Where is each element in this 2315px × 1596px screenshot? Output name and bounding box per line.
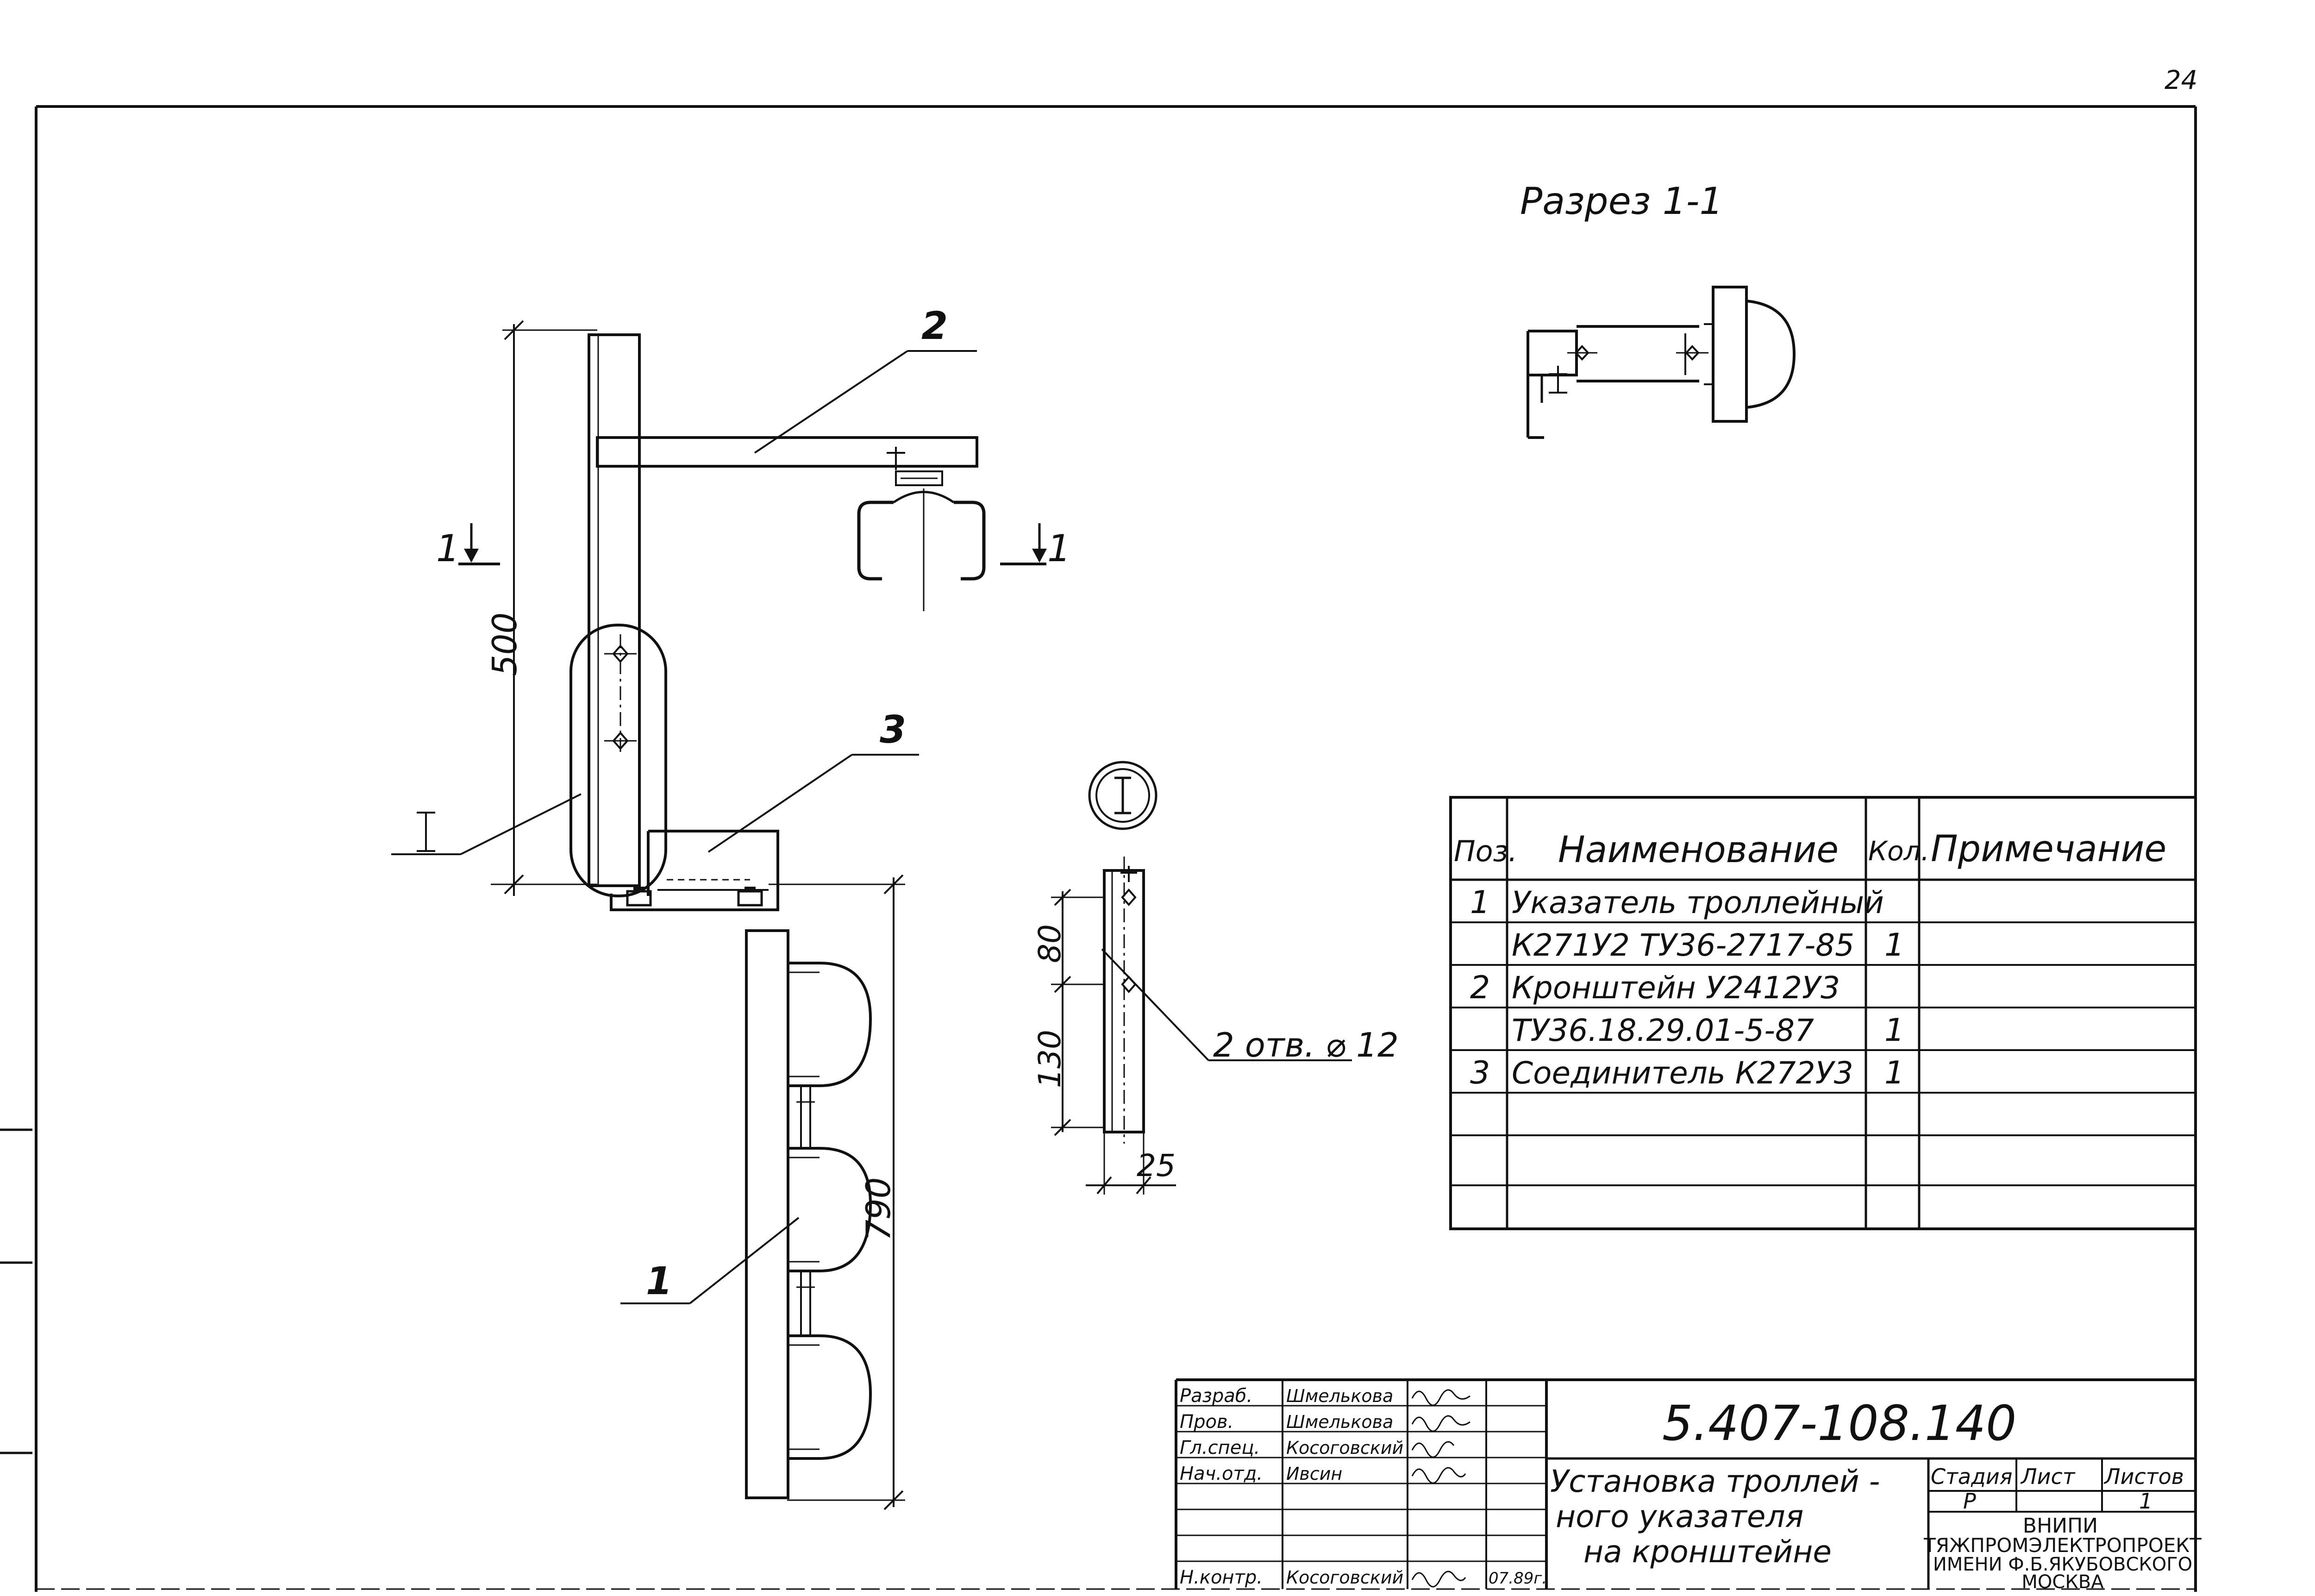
section-1-1-view: Разрез 1-1 xyxy=(1520,180,1796,439)
svg-text:1: 1 xyxy=(646,1259,672,1303)
svg-text:Косоговский: Косоговский xyxy=(1286,1567,1403,1588)
bolt-hole-icon xyxy=(604,644,637,663)
detail-mark xyxy=(1088,761,1158,830)
header-name: Наименование xyxy=(1558,829,1839,871)
detail-I-view: 80 130 2 отв. ⌀ 12 25 xyxy=(1032,761,1399,1195)
svg-text:Гл.спец.: Гл.спец. xyxy=(1180,1437,1260,1458)
holes-note: 2 отв. ⌀ 12 xyxy=(1213,1026,1399,1064)
svg-text:1: 1 xyxy=(1884,1012,1904,1049)
svg-text:Косоговский: Косоговский xyxy=(1286,1438,1403,1458)
svg-text:Шмелькова: Шмелькова xyxy=(1286,1412,1393,1432)
svg-text:1: 1 xyxy=(436,527,460,570)
dimension-130: 130 xyxy=(1032,1030,1068,1088)
svg-text:Пров.: Пров. xyxy=(1180,1411,1233,1433)
svg-text:ИМЕНИ Ф.Б.ЯКУБОВСКОГО: ИМЕНИ Ф.Б.ЯКУБОВСКОГО xyxy=(1933,1554,2192,1575)
header-qty: Кол. xyxy=(1868,835,1929,867)
signature-row: Нач.отд. Ивсин xyxy=(1180,1463,1342,1484)
callout-pos-1: 1 xyxy=(620,1217,800,1304)
section-mark-right: 1 xyxy=(1000,523,1071,570)
header-pos: Поз. xyxy=(1454,834,1517,868)
svg-text:2: 2 xyxy=(1470,970,1490,1006)
bolt-hole-icon xyxy=(604,731,637,751)
signature-row: Н.контр. Косоговский 07.89г. xyxy=(1180,1567,1547,1588)
signature-scribbles xyxy=(1411,1389,1470,1588)
sheets-label: Листов xyxy=(2103,1464,2184,1489)
svg-text:МОСКВА: МОСКВА xyxy=(2021,1571,2104,1593)
table-row: 3 Соединитель К272У3 1 xyxy=(1470,1055,1904,1091)
table-row: 1 Указатель троллейный xyxy=(1470,884,1884,921)
table-row: К271У2 ТУ36-2717-85 1 xyxy=(1512,927,1904,964)
dimension-500: 500 xyxy=(485,320,597,896)
section-mark-left: 1 xyxy=(436,523,500,570)
connector-angle xyxy=(610,830,779,911)
svg-text:ВНИПИ: ВНИПИ xyxy=(2023,1514,2098,1538)
svg-text:К271У2 ТУ36-2717-85: К271У2 ТУ36-2717-85 xyxy=(1512,927,1854,963)
signature-row: Разраб. Шмелькова xyxy=(1180,1385,1393,1407)
organization-block: ВНИПИ ТЯЖПРОМЭЛЕКТРОПРОЕКТ ИМЕНИ Ф.Б.ЯКУ… xyxy=(1923,1514,2202,1593)
svg-text:Соединитель К272У3: Соединитель К272У3 xyxy=(1512,1055,1853,1091)
bracket-post xyxy=(588,333,641,887)
title-block: Разраб. Шмелькова Пров. Шмелькова Гл.спе… xyxy=(1175,1378,2202,1593)
stage-value: Р xyxy=(1963,1489,1976,1514)
signal-lamp-icon xyxy=(788,962,872,1087)
dimension-80: 80 xyxy=(1032,889,1104,1136)
svg-text:3: 3 xyxy=(1470,1055,1490,1091)
bracket-arm xyxy=(596,436,978,468)
title-line-1: Установка троллей - xyxy=(1550,1464,1880,1499)
spec-table: Поз. Наименование Кол. Примечание 1 Указ… xyxy=(1449,796,2197,1230)
sheets-value: 1 xyxy=(2139,1489,2152,1514)
callout-pos-2: 2 xyxy=(754,304,977,454)
svg-text:25: 25 xyxy=(1137,1148,1176,1183)
date-cell: 07.89г. xyxy=(1489,1569,1547,1588)
svg-text:Указатель троллейный: Указатель троллейный xyxy=(1512,885,1884,920)
section-title: Разрез 1-1 xyxy=(1520,180,1723,223)
sheet-label: Лист xyxy=(2020,1464,2076,1489)
svg-text:80: 80 xyxy=(1032,924,1068,963)
svg-text:Шмелькова: Шмелькова xyxy=(1286,1386,1393,1406)
svg-text:Разраб.: Разраб. xyxy=(1180,1385,1252,1407)
svg-text:790: 790 xyxy=(859,1177,898,1241)
svg-text:1: 1 xyxy=(1470,884,1490,921)
trolley-rail-profile xyxy=(857,447,986,611)
svg-text:Кронштейн У2412У3: Кронштейн У2412У3 xyxy=(1512,970,1840,1006)
sheet-number: 24 xyxy=(2165,65,2197,95)
doc-code: 5.407-108.140 xyxy=(1662,1395,2016,1452)
title-line-3: на кронштейне xyxy=(1583,1534,1832,1570)
svg-text:Нач.отд.: Нач.отд. xyxy=(1180,1463,1263,1484)
svg-text:ТЯЖПРОМЭЛЕКТРОПРОЕКТ: ТЯЖПРОМЭЛЕКТРОПРОЕКТ xyxy=(1923,1534,2202,1557)
signal-lamp-icon xyxy=(788,1334,872,1460)
table-row: ТУ36.18.29.01-5-87 1 xyxy=(1512,1012,1904,1049)
connector-plate xyxy=(569,624,667,897)
bolt-hole-icon xyxy=(1121,888,1137,907)
bolt-hole-icon xyxy=(1676,345,1708,361)
dimension-25: 25 xyxy=(1086,1132,1176,1195)
bolt-hole-icon xyxy=(1567,345,1597,361)
callout-pos-3: 3 xyxy=(707,708,919,853)
svg-text:1: 1 xyxy=(1884,927,1904,964)
svg-text:130: 130 xyxy=(1032,1030,1068,1088)
svg-text:Ивсин: Ивсин xyxy=(1286,1464,1342,1484)
svg-text:Н.контр.: Н.контр. xyxy=(1180,1567,1263,1588)
svg-text:1: 1 xyxy=(1047,527,1071,570)
dimension-790: 790 xyxy=(769,874,905,1510)
signal-lamp-icon xyxy=(788,1147,872,1272)
trolley-indicator-body xyxy=(745,929,789,1499)
main-assembly-view: 1 1 500 xyxy=(391,304,1071,1510)
signature-row: Гл.спец. Косоговский xyxy=(1180,1437,1403,1458)
svg-text:1: 1 xyxy=(1884,1055,1904,1091)
table-row: 2 Кронштейн У2412У3 xyxy=(1470,970,1840,1006)
svg-text:ТУ36.18.29.01-5-87: ТУ36.18.29.01-5-87 xyxy=(1512,1013,1814,1048)
svg-text:500: 500 xyxy=(485,613,524,676)
svg-text:2: 2 xyxy=(921,304,948,348)
title-line-2: ного указателя xyxy=(1556,1499,1803,1534)
holes-note-leader: 2 отв. ⌀ 12 xyxy=(1101,948,1399,1064)
stage-label: Стадия xyxy=(1931,1464,2012,1489)
svg-text:3: 3 xyxy=(880,708,906,752)
header-note: Примечание xyxy=(1931,828,2166,870)
callout-detail-I xyxy=(391,793,582,855)
signature-row: Пров. Шмелькова xyxy=(1180,1411,1393,1433)
